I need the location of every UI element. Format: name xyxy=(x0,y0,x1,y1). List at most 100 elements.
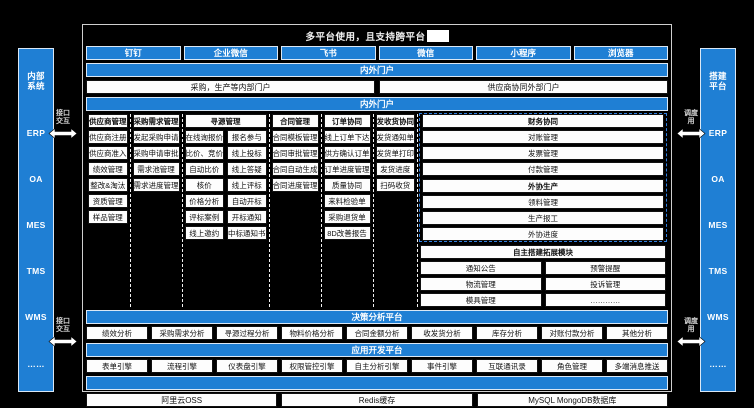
rail-item-oa-left[interactable]: OA xyxy=(29,173,43,184)
tab-feishu[interactable]: 飞书 xyxy=(281,46,376,60)
rail-item-erp-left[interactable]: ERP xyxy=(26,127,46,138)
rail-item-wms-left[interactable]: WMS xyxy=(25,312,47,323)
module-item[interactable]: 绩效管理 xyxy=(88,162,128,176)
module-item[interactable]: 自动比价 xyxy=(184,162,224,176)
module-item[interactable]: 预警提醒 xyxy=(544,261,666,275)
dev-platform-item[interactable]: 角色管理 xyxy=(541,359,603,373)
module-item[interactable]: 发起采购申请 xyxy=(132,130,180,144)
rail-item-wms-right[interactable]: WMS xyxy=(707,312,729,323)
module-item[interactable]: 需求进度管理 xyxy=(132,178,180,192)
module-item[interactable]: 发货单打印 xyxy=(375,146,415,160)
dev-platform-item[interactable]: 互联通讯录 xyxy=(476,359,538,373)
rail-item-tms-left[interactable]: TMS xyxy=(26,266,46,277)
module-item[interactable]: 8D改善报告 xyxy=(323,226,371,240)
module-item[interactable]: 生产报工 xyxy=(422,211,664,225)
module-item[interactable]: ………… xyxy=(544,293,666,307)
module-item[interactable]: 核价 xyxy=(184,178,224,192)
module-item[interactable]: 对账管理 xyxy=(422,130,664,144)
rail-item-more-right[interactable]: …… xyxy=(709,358,727,369)
dev-platform-item[interactable]: 表单引擎 xyxy=(86,359,148,373)
module-item[interactable]: 合同自动生成 xyxy=(271,162,319,176)
module-header-supplier[interactable]: 供应商管理 xyxy=(88,114,128,128)
dev-platform-item[interactable]: 仪表盘引擎 xyxy=(216,359,278,373)
module-item[interactable]: 通知公告 xyxy=(420,261,542,275)
module-header-delivery[interactable]: 发收货协同 xyxy=(375,114,415,128)
module-item[interactable]: 线上订单下达 xyxy=(323,130,371,144)
module-item[interactable]: 质量协同 xyxy=(323,178,371,192)
analytics-item[interactable]: 库存分析 xyxy=(476,326,538,340)
portal-external[interactable]: 供应商协同外部门户 xyxy=(379,80,668,94)
analytics-item[interactable]: 对账付款分析 xyxy=(541,326,603,340)
module-header-outsourcing[interactable]: 外协生产 xyxy=(422,179,664,193)
analytics-item[interactable]: 物料价格分析 xyxy=(281,326,343,340)
extension-header[interactable]: 自主搭建拓展模块 xyxy=(420,245,666,259)
module-item[interactable]: 线上邀约 xyxy=(184,226,224,240)
module-item[interactable]: 线上答疑 xyxy=(227,162,267,176)
module-item[interactable]: 合同模板管理 xyxy=(271,130,319,144)
module-item[interactable]: 供应商注册 xyxy=(88,130,128,144)
module-item[interactable]: 线上评标 xyxy=(227,178,267,192)
module-item[interactable]: 自动开标 xyxy=(227,194,267,208)
dev-platform-item[interactable]: 自主分析引擎 xyxy=(346,359,408,373)
module-item[interactable]: 扫码收货 xyxy=(375,178,415,192)
infrastructure-item-database[interactable]: MySQL MongoDB数据库 xyxy=(476,393,668,407)
analytics-item[interactable]: 绩效分析 xyxy=(86,326,148,340)
rail-item-oa-right[interactable]: OA xyxy=(711,173,725,184)
module-item[interactable]: 外协进度 xyxy=(422,227,664,241)
module-item[interactable]: 采购退货单 xyxy=(323,210,371,224)
dev-platform-item[interactable]: 流程引擎 xyxy=(151,359,213,373)
dev-platform-item[interactable]: 事件引擎 xyxy=(411,359,473,373)
module-item[interactable]: 发货进度 xyxy=(375,162,415,176)
dev-platform-item[interactable]: 权限管控引擎 xyxy=(281,359,343,373)
rail-item-mes-right[interactable]: MES xyxy=(708,219,728,230)
portal-internal[interactable]: 采购，生产等内部门户 xyxy=(86,80,375,94)
module-item[interactable]: 价格分析 xyxy=(184,194,224,208)
module-item[interactable]: 合同进度管理 xyxy=(271,178,319,192)
module-item[interactable]: 比价、竞价 xyxy=(184,146,224,160)
module-header-purchase-demand[interactable]: 采购需求管理 xyxy=(132,114,180,128)
rail-item-tms-right[interactable]: TMS xyxy=(708,266,728,277)
rail-item-erp-right[interactable]: ERP xyxy=(708,127,728,138)
analytics-item[interactable]: 寻源过程分析 xyxy=(216,326,278,340)
tab-browser[interactable]: 浏览器 xyxy=(573,46,668,60)
module-item[interactable]: 样品管理 xyxy=(88,210,128,224)
analytics-item[interactable]: 收发货分析 xyxy=(411,326,473,340)
module-header-sourcing[interactable]: 寻源管理 xyxy=(184,114,267,128)
module-item[interactable]: 在线询报价 xyxy=(184,130,224,144)
analytics-item[interactable]: 其他分析 xyxy=(606,326,668,340)
module-header-order[interactable]: 订单协同 xyxy=(323,114,371,128)
tab-dingtalk[interactable]: 钉钉 xyxy=(86,46,181,60)
module-item[interactable]: 领料管理 xyxy=(422,195,664,209)
module-header-finance[interactable]: 财务协同 xyxy=(422,114,664,128)
module-item[interactable]: 模具管理 xyxy=(420,293,542,307)
infrastructure-item-redis[interactable]: Redis缓存 xyxy=(281,393,473,407)
module-item[interactable]: 付款管理 xyxy=(422,162,664,176)
module-item[interactable]: 发货通知单 xyxy=(375,130,415,144)
infrastructure-item-oss[interactable]: 阿里云OSS xyxy=(86,393,278,407)
rail-item-mes-left[interactable]: MES xyxy=(26,219,46,230)
tab-wecom[interactable]: 企业微信 xyxy=(183,46,278,60)
module-item[interactable]: 供应商准入 xyxy=(88,146,128,160)
module-item[interactable]: 线上投标 xyxy=(227,146,267,160)
module-item[interactable]: 评标案例 xyxy=(184,210,224,224)
module-header-contract[interactable]: 合同管理 xyxy=(271,114,319,128)
module-item[interactable]: 订单进度管理 xyxy=(323,162,371,176)
module-item[interactable]: 中标通知书 xyxy=(227,226,267,240)
module-item[interactable]: 采购申请审批 xyxy=(132,146,180,160)
module-item[interactable]: 资质管理 xyxy=(88,194,128,208)
module-item[interactable]: 发票管理 xyxy=(422,146,664,160)
module-item[interactable]: 整改&淘汰 xyxy=(88,178,128,192)
module-item[interactable]: 开标通知 xyxy=(227,210,267,224)
module-item[interactable]: 来料检验单 xyxy=(323,194,371,208)
tab-wechat[interactable]: 微信 xyxy=(378,46,473,60)
dev-platform-item[interactable]: 多端消息推送 xyxy=(606,359,668,373)
analytics-item[interactable]: 合同金额分析 xyxy=(346,326,408,340)
module-item[interactable]: 供方确认订单 xyxy=(323,146,371,160)
module-item[interactable]: 需求池管理 xyxy=(132,162,180,176)
tab-miniprogram[interactable]: 小程序 xyxy=(476,46,571,60)
module-item[interactable]: 投诉管理 xyxy=(544,277,666,291)
module-item[interactable]: 合同审批管理 xyxy=(271,146,319,160)
module-item[interactable]: 物流管理 xyxy=(420,277,542,291)
module-item[interactable]: 报名参与 xyxy=(227,130,267,144)
rail-item-more-left[interactable]: …… xyxy=(27,358,45,369)
